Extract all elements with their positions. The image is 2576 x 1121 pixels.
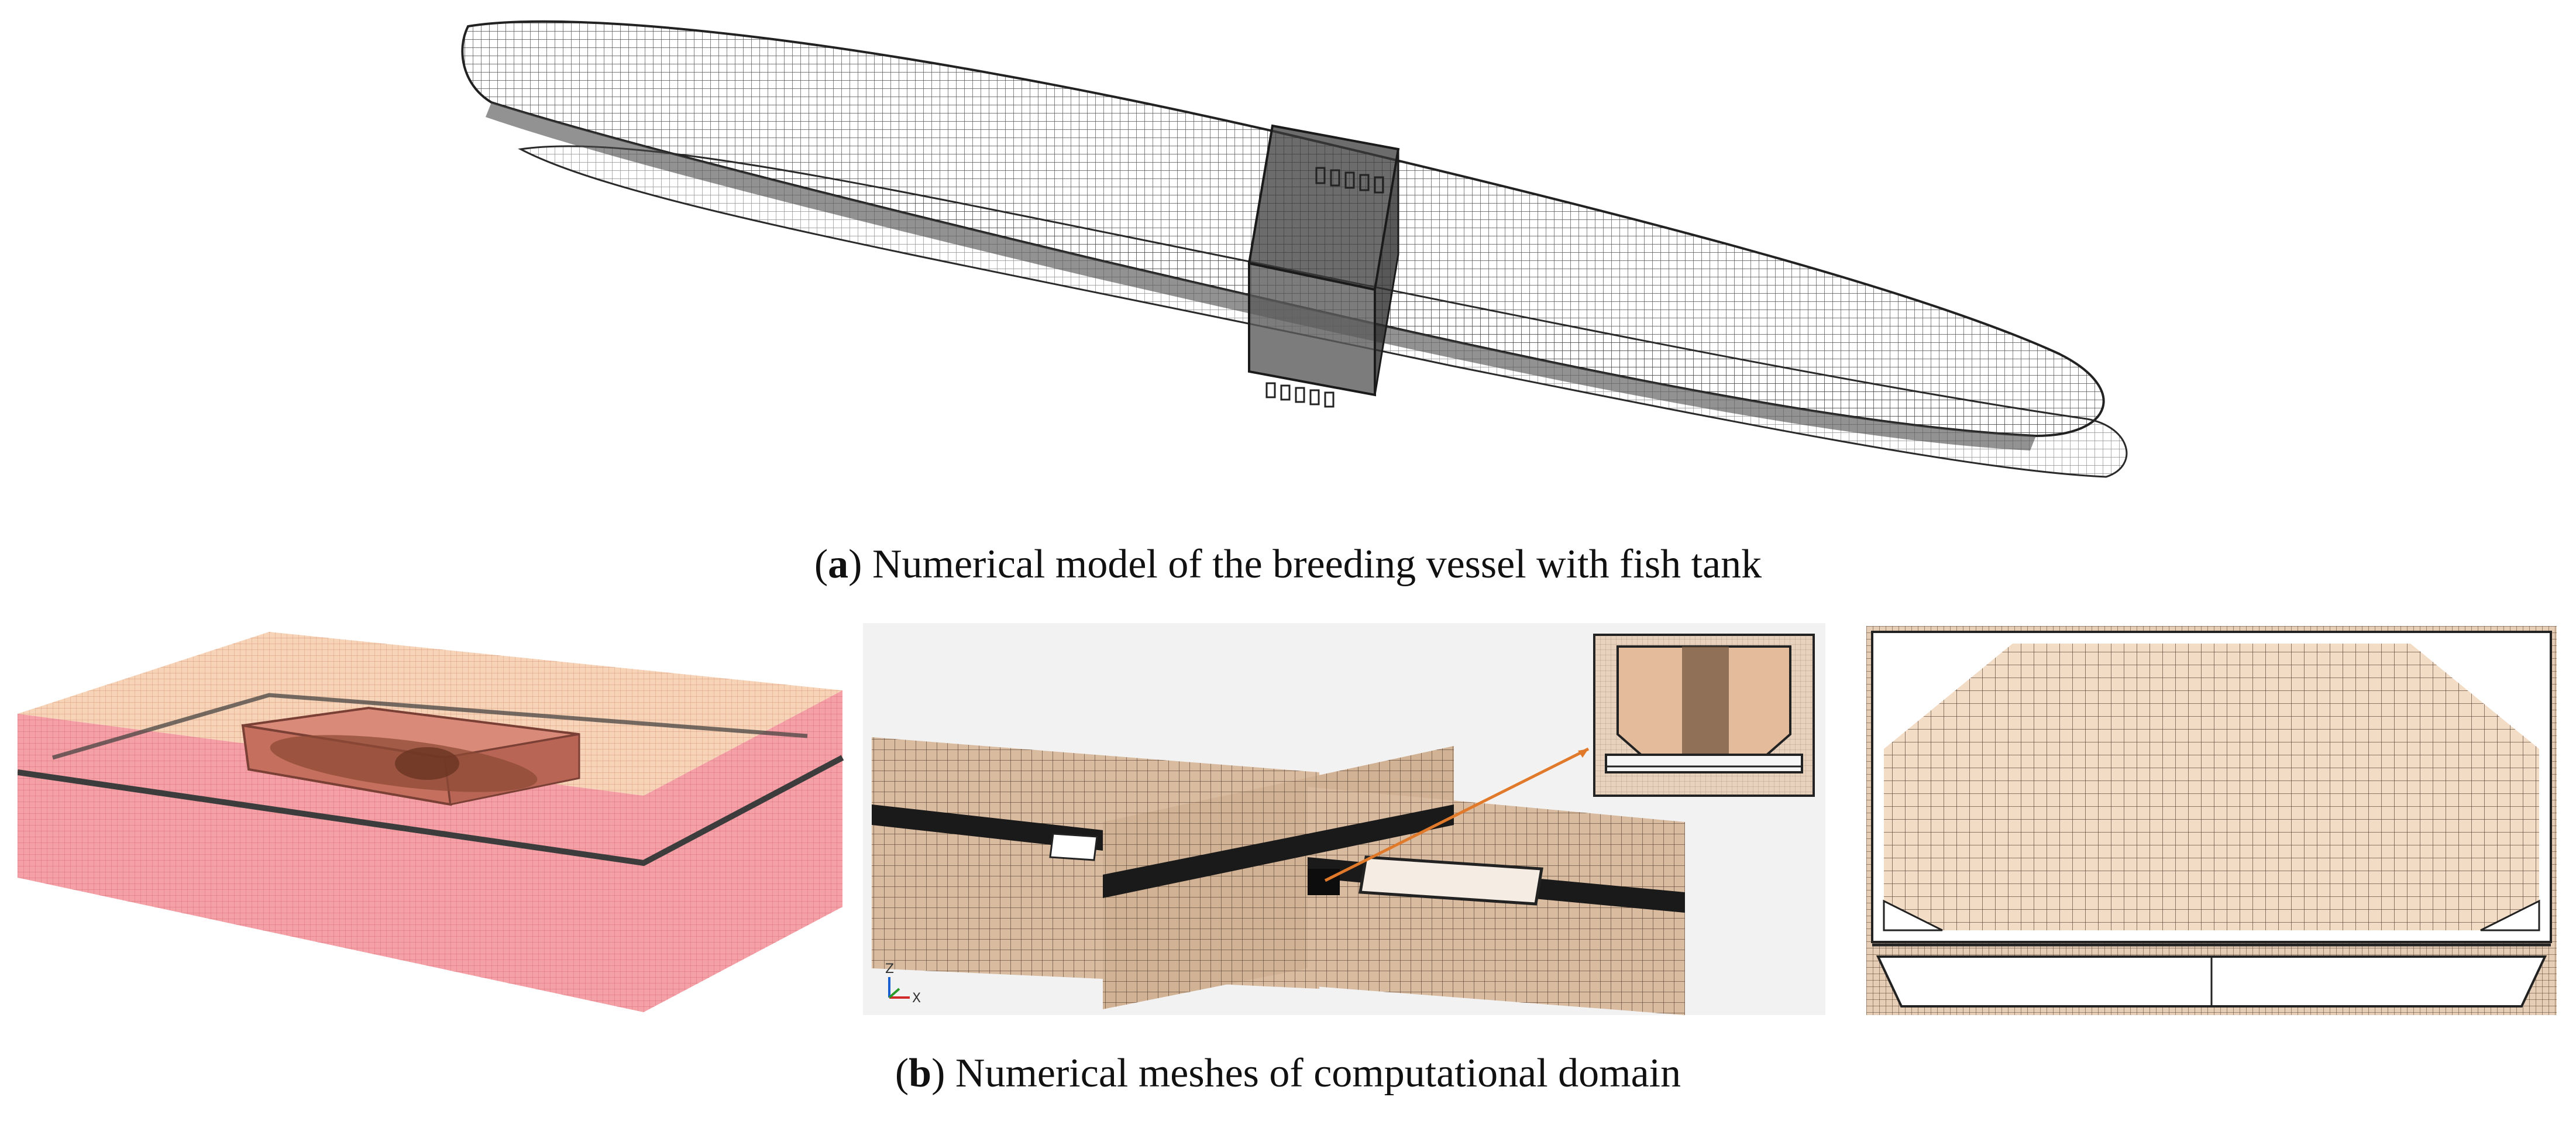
fish-tank <box>1247 124 1400 397</box>
axis-z-label: Z <box>885 962 894 976</box>
free-surface-strip-mid <box>1103 804 1454 898</box>
caption-panel-b: (b) Numerical meshes of computational do… <box>895 1051 1681 1096</box>
caption-panel-a: (a) Numerical model of the breeding vess… <box>814 542 1762 587</box>
vessel-hull-mesh-figure <box>456 15 2141 535</box>
axis-triad: Z X <box>885 962 921 1006</box>
refinement-region <box>241 706 580 806</box>
tank-cross-section-mesh-drawing <box>1866 626 2557 1015</box>
tank-cutout <box>1308 869 1340 895</box>
caption-a-text: Numerical model of the breeding vessel w… <box>862 542 1762 587</box>
callout-line <box>1324 747 1590 882</box>
vessel-cutout <box>1358 855 1543 906</box>
tank-cross-section-mesh-figure <box>1866 626 2557 1015</box>
computational-domain-box-figure <box>18 632 848 1012</box>
caption-b-text: Numerical meshes of computational domain <box>945 1051 1681 1096</box>
vessel-hull-mesh-drawing <box>461 20 2128 478</box>
caption-a-letter: a <box>828 542 849 587</box>
axis-x-label: X <box>912 991 921 1006</box>
mesh-slices-figure: Z X <box>863 623 1825 1015</box>
free-surface-band <box>18 693 844 866</box>
tank-top-fittings <box>1315 167 1384 194</box>
inset-tank-mesh <box>1593 634 1815 797</box>
caption-b-letter: b <box>909 1051 932 1096</box>
computational-domain-box-drawing <box>18 632 844 1012</box>
tank-bottom-fittings <box>1265 382 1335 408</box>
mesh-slices-drawing: Z X <box>863 623 1825 1015</box>
